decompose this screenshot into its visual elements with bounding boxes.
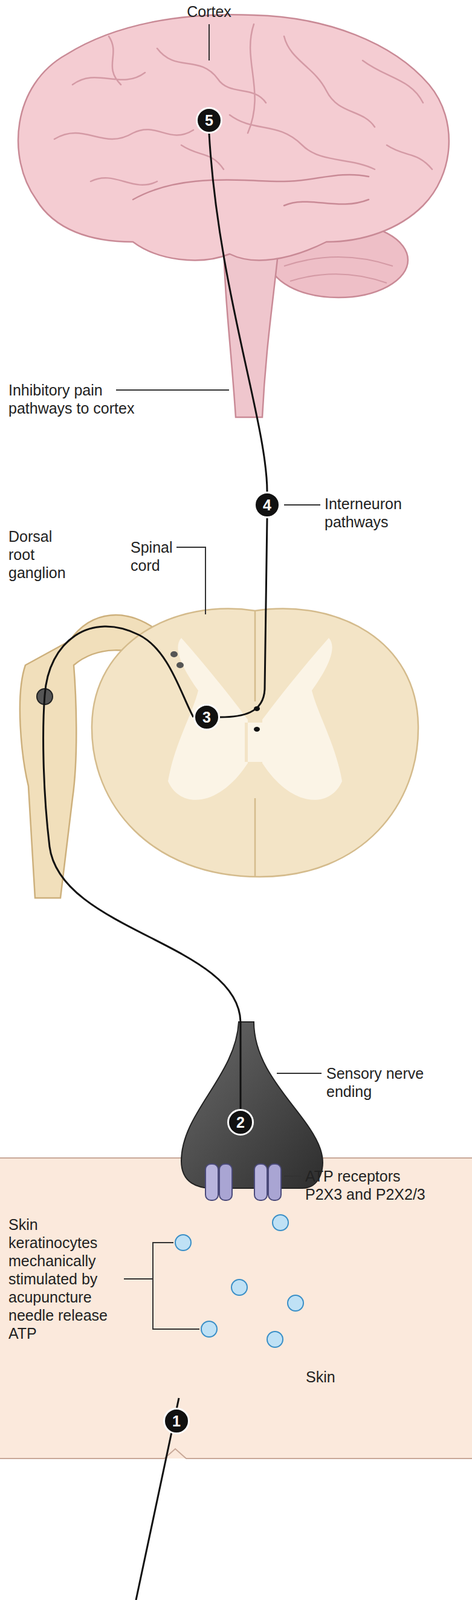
receptor-subunit (254, 1163, 268, 1200)
leader-line (208, 24, 210, 61)
synapse-dot (170, 650, 178, 657)
atp-dot (287, 1294, 304, 1311)
callout-number: 4 (253, 491, 281, 518)
callout-text: 1 (172, 1412, 181, 1429)
nerve-pathway (219, 517, 268, 717)
bracket (123, 1241, 200, 1329)
lateral-fissure (132, 174, 369, 206)
part-label: Interneuron pathways (324, 494, 446, 531)
nerve-pathway (43, 626, 241, 1109)
leader-line (176, 546, 206, 615)
cord-section (91, 608, 419, 877)
nerve-ending (181, 1021, 323, 1188)
part-label: Skin (305, 1367, 336, 1386)
leader-line (284, 504, 321, 506)
cerebrum (18, 14, 450, 260)
atp-dot (175, 1234, 191, 1250)
receptor-subunit (219, 1163, 233, 1200)
callout-number: 5 (195, 106, 223, 134)
callout-number: 2 (227, 1108, 254, 1135)
nerve-pathway (209, 133, 268, 492)
part-label: Spinal cord (130, 537, 185, 575)
part-label: Cortex (186, 2, 232, 21)
callout-text: 3 (202, 709, 211, 725)
callout-number: 3 (193, 703, 220, 731)
part-label: Skin keratinocytes mechanically stimulat… (8, 1214, 130, 1342)
part-label: Inhibitory pain pathways to cortex (8, 380, 154, 418)
atp-dot (201, 1320, 217, 1337)
callout-number: 1 (163, 1406, 190, 1434)
callout-text: 2 (236, 1114, 245, 1130)
atp-receptor (205, 1163, 282, 1200)
atp-dot (267, 1330, 283, 1347)
leader-line (284, 1174, 301, 1177)
callout-text: 4 (262, 497, 272, 513)
brain (18, 14, 450, 418)
gyri (54, 24, 433, 185)
receptor-subunit (268, 1163, 282, 1200)
skin-edge (0, 1448, 472, 1458)
skin-band (0, 1157, 472, 1458)
atp-molecules (175, 1214, 304, 1347)
part-label: Sensory nerve ending (326, 1063, 442, 1100)
part-label: ATP receptors P2X3 and P2X2/3 (305, 1166, 427, 1203)
atp-dot (231, 1278, 248, 1295)
part-label: Dorsal root ganglion (8, 526, 75, 582)
median-fissure (254, 610, 257, 877)
atp-dot (272, 1214, 289, 1230)
leader-line (276, 1072, 322, 1074)
receptor-subunit (205, 1163, 219, 1200)
leader-line (116, 389, 230, 391)
spinal-cord (19, 608, 419, 898)
callout-text: 5 (204, 113, 214, 129)
cerebellum-folds (284, 256, 393, 283)
synapse-dot (176, 661, 184, 668)
central-mark (253, 726, 260, 732)
